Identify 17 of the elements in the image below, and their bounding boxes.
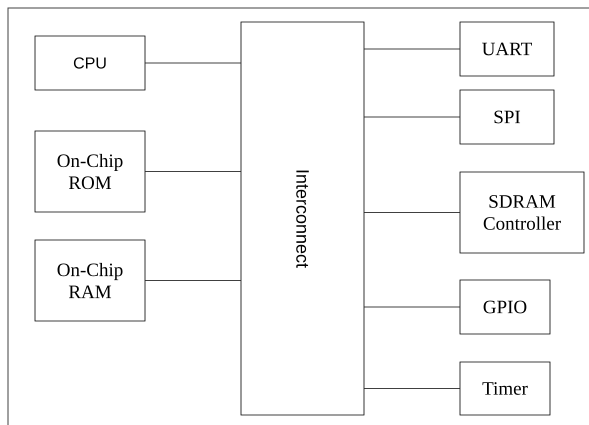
- block-box: UART: [460, 22, 554, 76]
- connector-line: [145, 171, 241, 172]
- interconnect-bar: Interconnect: [240, 22, 364, 416]
- block-box: SPI: [460, 90, 554, 144]
- block-box: SDRAM Controller: [460, 172, 584, 254]
- connector-line: [364, 306, 460, 308]
- block-box: Timer: [460, 362, 550, 416]
- connector-line: [364, 388, 460, 389]
- block-box: On-Chip RAM: [34, 240, 146, 322]
- connector-line: [364, 48, 460, 50]
- block-box: On-Chip ROM: [34, 130, 146, 212]
- block-box: CPU: [34, 36, 146, 90]
- block-box: GPIO: [460, 280, 550, 334]
- connector-line: [364, 116, 460, 118]
- connector-line: [145, 62, 241, 64]
- connector-line: [364, 212, 460, 213]
- connector-line: [145, 280, 241, 281]
